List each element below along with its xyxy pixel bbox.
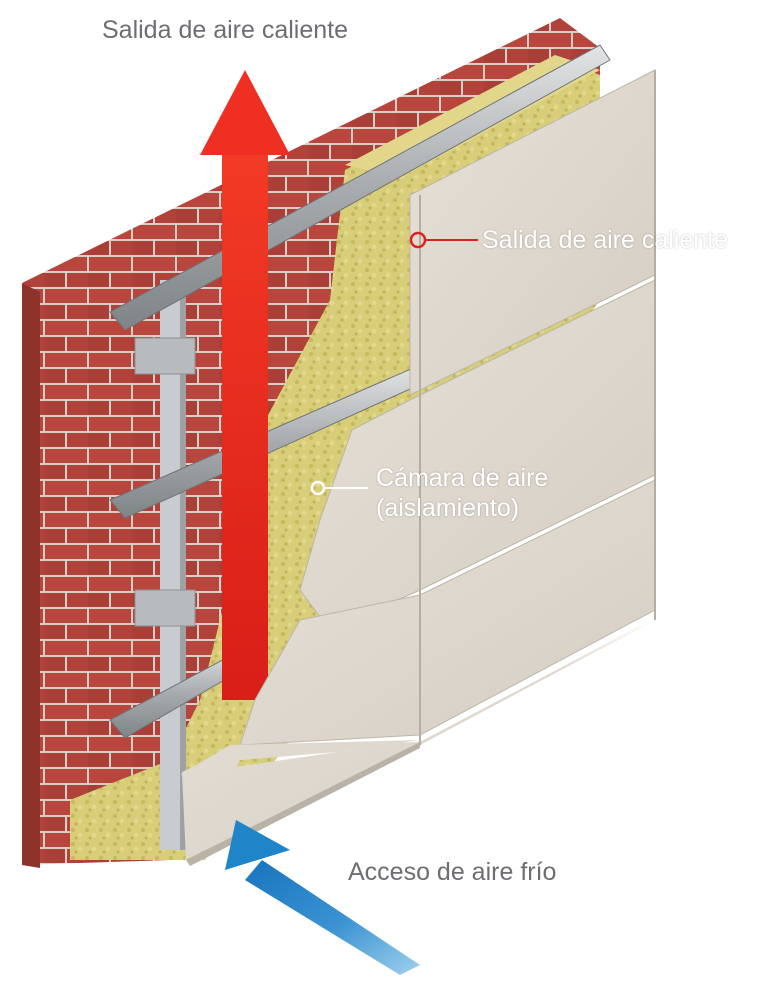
callout-panel-outlet	[409, 231, 478, 249]
facade-panels	[180, 69, 656, 866]
cold-air-inlet-label: Acceso de aire frío	[348, 858, 557, 886]
panel-bottom	[180, 610, 655, 860]
air-chamber-label-line2: (aislamiento)	[376, 494, 520, 522]
panel-outlet-label: Salida de aire caliente	[482, 226, 728, 254]
hot-air-arrow	[200, 70, 290, 700]
top-outlet-label: Salida de aire caliente	[102, 16, 348, 44]
callout-air-chamber	[310, 480, 368, 496]
brick-wall-side	[22, 283, 40, 868]
air-chamber-label-line1: Cámara de aire	[376, 464, 549, 492]
wall-brackets	[134, 337, 196, 627]
cold-air-arrow	[225, 820, 420, 975]
